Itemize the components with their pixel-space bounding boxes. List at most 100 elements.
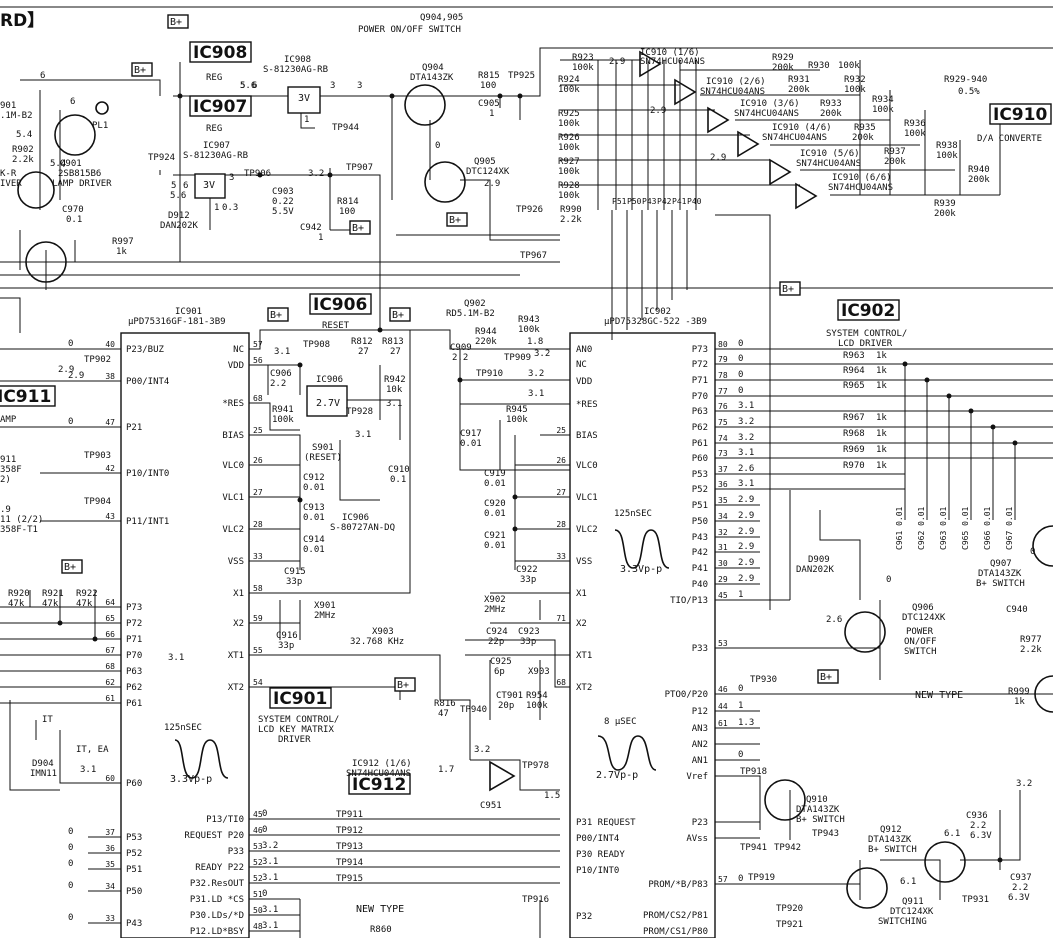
ic902-pin-num-r17: 53	[718, 639, 728, 648]
ic902-pin-name-r17: P33	[692, 644, 708, 654]
ic902-pin-num-r4: 76	[718, 402, 728, 411]
r933: R933	[820, 99, 842, 109]
v31-d: 3.1	[528, 389, 544, 399]
ic902-pin-volt-r1: 0	[738, 354, 743, 364]
q910-p: DTA143ZK	[796, 805, 840, 815]
ic901-label-frame	[269, 687, 332, 709]
r954-v: 100k	[526, 701, 548, 711]
ic901-pin-num-l15: 35	[105, 860, 115, 869]
r932: R932	[844, 75, 866, 85]
ic902-label-frame	[837, 299, 900, 321]
ic906-ref: IC906	[316, 375, 343, 385]
c903-v1: 0.22	[272, 197, 294, 207]
ic902-pin-name-r11: P50	[692, 517, 708, 527]
ic901-pin-num-l14: 36	[105, 844, 115, 853]
r921: R921	[42, 589, 64, 599]
new-type-transistor	[1034, 675, 1053, 713]
v9: .9	[0, 505, 11, 515]
ic902-pin-name-l16: P10/INT0	[576, 866, 619, 876]
ic902-pin-num-r20: 61	[718, 719, 728, 728]
q904-symbol	[404, 84, 446, 126]
ic902-pin-name-r13: P42	[692, 548, 708, 558]
tp931: TP931	[962, 895, 989, 905]
q907: Q907	[990, 559, 1012, 569]
r934: R934	[872, 95, 894, 105]
ic902-pin-name-r14: P41	[692, 564, 708, 574]
ic907-ref: IC907	[203, 141, 230, 151]
tp943: TP943	[812, 829, 839, 839]
ic906-func: RESET	[322, 321, 350, 331]
ic901-pin-num-l16: 34	[105, 882, 115, 891]
ic901-pin-num-r13: 46	[253, 826, 263, 835]
ic901-pin-volt-r17: 0	[262, 889, 267, 899]
ic901-pin-num-r18: 50	[253, 906, 263, 915]
r814-v: 100	[339, 207, 355, 217]
ic902-label: IC902	[841, 301, 895, 321]
d912-part: DAN202K	[160, 221, 199, 231]
ic901-label: IC901	[273, 689, 327, 709]
ic901-pin-num-r10: 55	[253, 646, 263, 655]
r921-v: 47k	[42, 599, 59, 609]
r999: R999	[1008, 687, 1030, 697]
ic902-pin-num-r19: 44	[718, 702, 728, 711]
ic901-pin-name-r14: P33	[228, 847, 244, 857]
pl1: PL1	[92, 121, 108, 131]
wave2-t: 125nSEC	[614, 509, 652, 519]
tp906: TP906	[244, 169, 271, 179]
bplus-q905-frame	[446, 212, 468, 227]
ic902-pin-name-r21: AN2	[692, 740, 708, 750]
tp913: TP913	[336, 842, 363, 852]
bplus-c942-frame	[349, 220, 371, 235]
tp925: TP925	[508, 71, 535, 81]
ic912-part: SN74HCU04ANS	[346, 769, 411, 779]
ic906-label: IC906	[313, 295, 367, 315]
ic901-pin-volt-r18: 3.1	[262, 905, 278, 915]
ic901-pins: P23/BUZ400P00/INT4382.9P21470P10/INT042P…	[68, 339, 278, 937]
ct901: CT901	[496, 691, 523, 701]
r925-v: 100k	[558, 119, 580, 129]
wave2-v: 3.3Vp-p	[620, 564, 662, 575]
ic901-pin-num-l5: 64	[105, 598, 115, 607]
c912: C912	[303, 473, 325, 483]
bplus-ic902: B+	[782, 284, 794, 295]
wave3-t: 8 μSEC	[604, 717, 637, 727]
ic902-pin-name-l10: X2	[576, 619, 587, 629]
q904-0: 0	[435, 141, 440, 151]
ic902-pin-volt-r15: 2.9	[738, 574, 754, 584]
d904-p: IMN11	[30, 769, 57, 779]
kr-driver2: IVER	[0, 179, 22, 189]
ic901-pin-name-r9: X2	[233, 619, 244, 629]
r902-v: 2.2k	[12, 155, 34, 165]
ic901-pin-name-r4: VLC0	[222, 461, 244, 471]
ic901-pin-volt-l17: 0	[68, 913, 73, 923]
r928-v: 100k	[558, 191, 580, 201]
ic901-pin-num-r2: 68	[253, 394, 263, 403]
ic902-pin-num-l10: 71	[556, 614, 566, 623]
ic902-pin-num-r12: 32	[718, 528, 728, 537]
bplus-tp930: B+	[820, 672, 832, 683]
q912-f: B+ SWITCH	[868, 845, 917, 855]
ic908-func: REG	[206, 73, 222, 83]
p40: P40	[687, 197, 702, 206]
r932-v: 100k	[844, 85, 866, 95]
pin6a: 6	[70, 97, 75, 107]
r941: R941	[272, 405, 294, 415]
r924: R924	[558, 75, 580, 85]
it-a: IT	[42, 715, 53, 725]
ic902-pin-name-r9: P52	[692, 485, 708, 495]
ic902-part: μPD75328GC-522 -3B9	[604, 317, 707, 327]
ic901-pin-num-l6: 65	[105, 614, 115, 623]
r938-v: 100k	[936, 151, 958, 161]
ic910-16p: SN74HCU04ANS	[640, 57, 705, 67]
tp916: TP916	[522, 895, 549, 905]
q906: Q906	[912, 603, 934, 613]
q905: Q905	[474, 157, 496, 167]
r941-v: 100k	[272, 415, 294, 425]
v15: 1.5	[544, 791, 560, 801]
ic901-pin-name-l12: P60	[126, 779, 142, 789]
ic902-pin-num-r6: 74	[718, 434, 728, 443]
ic908-v: 3V	[298, 93, 310, 104]
ic901-pin-num-l12: 60	[105, 774, 115, 783]
ic908-label-frame	[189, 41, 252, 63]
